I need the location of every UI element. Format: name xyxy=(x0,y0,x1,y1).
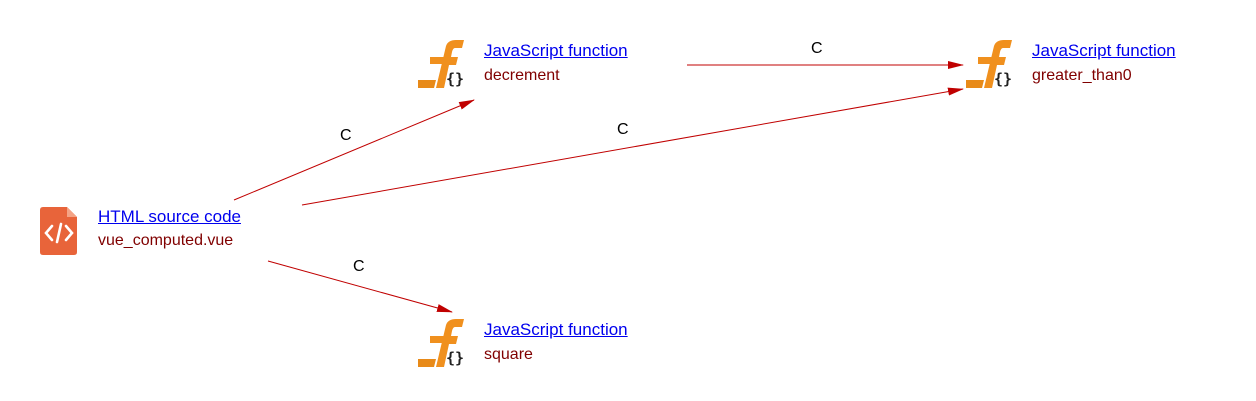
node-name: greater_than0 xyxy=(1032,67,1132,84)
svg-text:{}: {} xyxy=(446,70,464,88)
node-type-link[interactable]: HTML source code xyxy=(98,207,241,226)
edge-label: C xyxy=(353,258,365,275)
edge-html-greater[interactable] xyxy=(301,87,964,206)
js-function-icon: {} xyxy=(418,40,464,88)
edge-label: C xyxy=(811,40,823,57)
svg-text:{}: {} xyxy=(994,70,1012,88)
node-type-link[interactable]: JavaScript function xyxy=(484,320,628,339)
edge-label: C xyxy=(617,121,629,138)
js-function-icon: {} xyxy=(966,40,1012,88)
node-name: decrement xyxy=(484,67,560,84)
node-name: vue_computed.vue xyxy=(98,232,234,249)
edge-label: C xyxy=(340,127,352,144)
svg-text:{}: {} xyxy=(446,349,464,367)
js-function-icon: {} xyxy=(418,319,464,367)
edge-html-square[interactable] xyxy=(267,260,453,313)
node-type-link[interactable]: JavaScript function xyxy=(484,41,628,60)
node-type-link[interactable]: JavaScript function xyxy=(1032,41,1176,60)
edge-html-decrement[interactable] xyxy=(233,99,475,201)
node-name: square xyxy=(484,346,533,363)
html-file-icon xyxy=(40,207,77,255)
